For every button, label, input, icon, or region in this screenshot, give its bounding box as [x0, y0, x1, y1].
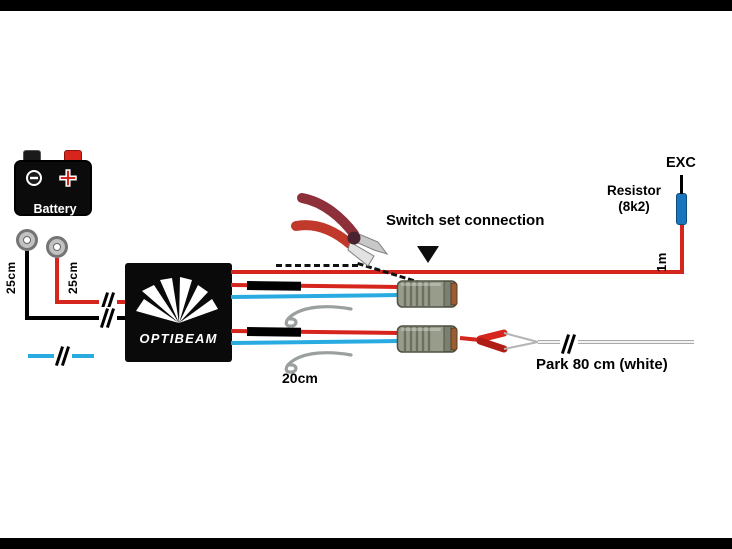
exc-lead-wire	[680, 175, 683, 194]
minus-icon	[26, 170, 42, 186]
battery-negative-wire	[25, 251, 29, 320]
harness-length-label: 20cm	[282, 370, 318, 386]
deutsch-connector-icon	[396, 280, 458, 308]
battery-negative-wire	[25, 316, 127, 320]
resistor-wire	[680, 224, 684, 272]
ring-terminal-icon	[46, 236, 68, 258]
hook-icon	[284, 351, 353, 374]
switch-power-wire	[231, 270, 684, 274]
wire-break-mark	[54, 345, 72, 367]
park-wire	[459, 329, 694, 353]
exc-label: EXC	[666, 155, 696, 171]
resistor-icon	[676, 193, 687, 225]
ring-terminal-icon	[16, 229, 38, 251]
resistor-label-line2: (8k2)	[618, 198, 650, 214]
resistor-label-line1: Resistor	[606, 183, 662, 198]
battery-label: Battery	[33, 202, 77, 216]
control-box: OPTIBEAM	[125, 263, 232, 362]
hook-icon	[284, 305, 353, 328]
wire-break-mark	[560, 333, 578, 355]
wire-cutters-icon	[291, 193, 389, 267]
plus-icon	[59, 169, 77, 187]
brand-text: OPTIBEAM	[139, 331, 218, 346]
battery-positive-wire	[55, 300, 127, 304]
switch-connection-label: Switch set connection	[386, 212, 545, 229]
bottom-letterbox-bar	[0, 538, 732, 549]
resistor-label: Resistor (8k2)	[596, 183, 672, 214]
optibeam-logo-icon	[136, 277, 218, 323]
dashed-cut-line	[276, 264, 358, 267]
park-wire-label: Park 80 cm (white)	[536, 356, 668, 373]
top-letterbox-bar	[0, 0, 732, 11]
arrow-down-icon	[417, 246, 439, 263]
wire-length-label: 25cm	[4, 261, 18, 294]
wire-length-label: 25cm	[66, 261, 80, 294]
battery-positive-wire	[55, 258, 59, 304]
wire-break-mark	[99, 307, 117, 329]
harness-wires	[231, 281, 399, 345]
battery-body: Battery	[14, 160, 92, 216]
resistor-wire-length-label: 1m	[654, 252, 669, 272]
deutsch-connector-icon	[396, 325, 458, 353]
battery-icon: Battery	[14, 150, 92, 216]
